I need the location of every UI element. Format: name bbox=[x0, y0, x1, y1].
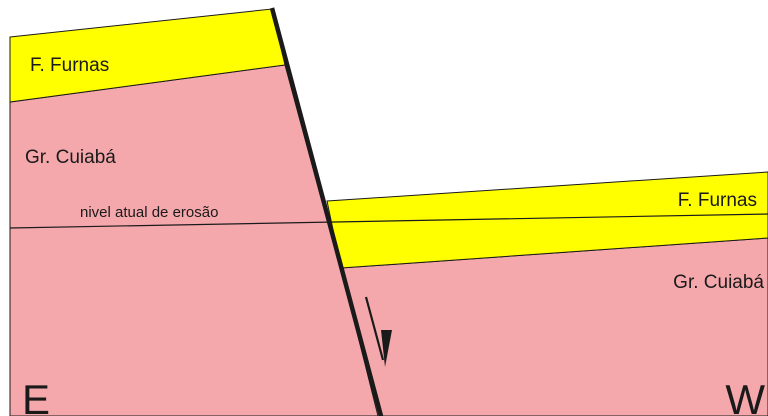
west-direction-label: W bbox=[725, 376, 765, 416]
right-furnas-label: F. Furnas bbox=[678, 190, 757, 211]
left-cuiaba-layer bbox=[9, 64, 381, 416]
arrow-down-icon bbox=[364, 296, 392, 367]
right-cuiaba-layer bbox=[340, 237, 768, 416]
erosion-level-label: nivel atual de erosão bbox=[80, 204, 218, 221]
erosion-level-line bbox=[9, 213, 768, 229]
fault-line bbox=[269, 7, 384, 416]
east-direction-label: E bbox=[22, 376, 50, 416]
left-furnas-label: F. Furnas bbox=[30, 55, 109, 76]
left-cuiaba-label: Gr. Cuiabá bbox=[25, 147, 116, 168]
right-cuiaba-label: Gr. Cuiabá bbox=[673, 272, 764, 293]
